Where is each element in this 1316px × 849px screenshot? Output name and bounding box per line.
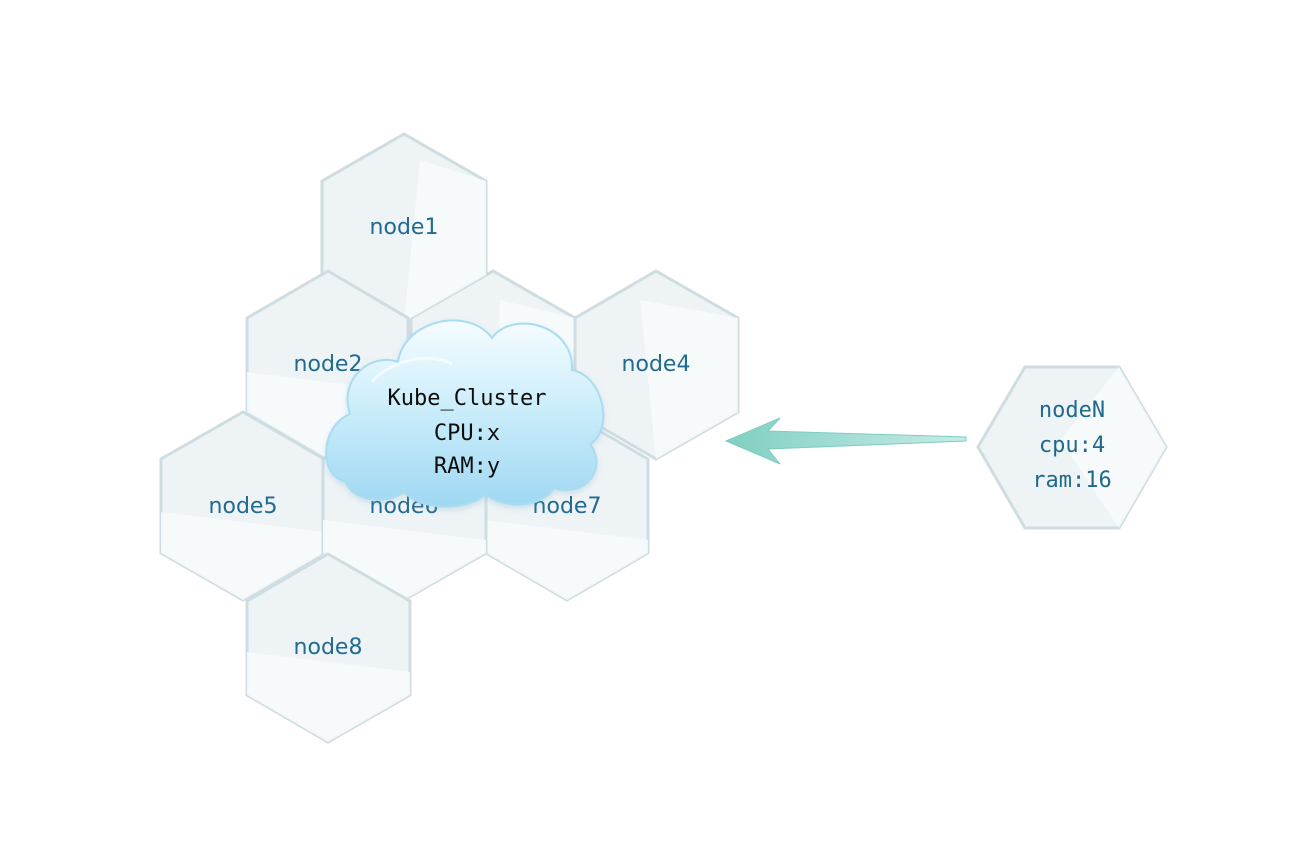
- nodeN-cpu: cpu:4: [1039, 433, 1105, 458]
- join-arrow: [724, 417, 967, 465]
- cluster-cpu: CPU:x: [434, 421, 500, 446]
- node1-label: node1: [370, 215, 439, 240]
- nodeN-name: nodeN: [1039, 398, 1105, 423]
- hex-node5[interactable]: node5: [159, 410, 326, 602]
- node8-label: node8: [294, 635, 363, 660]
- cluster-name: Kube_Cluster: [388, 386, 547, 411]
- cluster-ram: RAM:y: [434, 454, 500, 479]
- node2-label: node2: [294, 352, 363, 377]
- node5-label: node5: [209, 494, 278, 519]
- hex-node4[interactable]: node4: [573, 269, 740, 461]
- node4-label: node4: [622, 352, 691, 377]
- cluster-cloud: Kube_Cluster CPU:x RAM:y: [325, 319, 605, 508]
- nodeN-ram: ram:16: [1032, 468, 1111, 493]
- hex-nodeN[interactable]: nodeN cpu:4 ram:16: [976, 365, 1168, 530]
- hex-node1[interactable]: node1: [320, 132, 488, 324]
- hex-node8[interactable]: node8: [245, 552, 412, 744]
